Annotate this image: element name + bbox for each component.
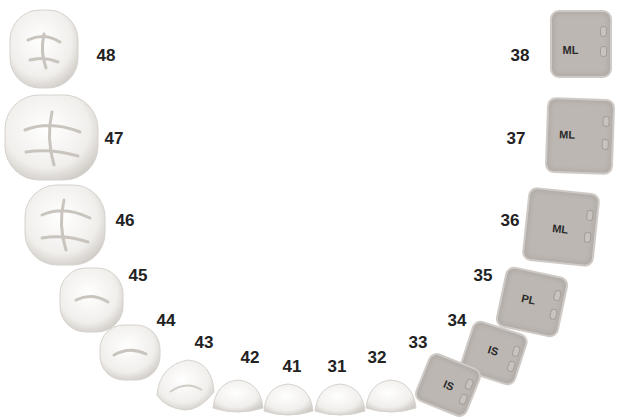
block-notch xyxy=(586,210,594,222)
tooth-number: 42 xyxy=(241,349,260,366)
block-notch xyxy=(549,308,558,320)
molar-47 xyxy=(5,95,98,180)
molar-48 xyxy=(10,10,78,88)
tooth-number: 44 xyxy=(157,312,176,329)
premolar-44 xyxy=(100,325,160,380)
block-notch xyxy=(584,231,592,243)
block-notch xyxy=(602,139,609,150)
surface-code: ML xyxy=(563,45,579,56)
tooth-number: 36 xyxy=(501,212,520,229)
tooth-number: 41 xyxy=(283,358,302,375)
tooth-number: 31 xyxy=(328,358,347,375)
block-notch xyxy=(553,290,562,302)
tooth-number: 46 xyxy=(116,212,135,229)
tooth-number: 32 xyxy=(368,349,387,366)
premolar-45 xyxy=(60,268,123,332)
tooth-number: 33 xyxy=(409,334,428,351)
block-notch xyxy=(600,46,607,57)
tooth-number: 38 xyxy=(511,47,530,64)
tooth-number: 35 xyxy=(474,267,493,284)
surface-code: ML xyxy=(552,223,569,236)
surface-code: ML xyxy=(559,129,575,141)
surface-code: IS xyxy=(442,379,456,393)
block-notch xyxy=(506,360,516,373)
tooth-number: 47 xyxy=(105,130,124,147)
molar-46 xyxy=(25,185,105,265)
canine-43 xyxy=(157,360,214,410)
tooth-number: 37 xyxy=(507,130,526,147)
block-notch xyxy=(600,26,607,37)
tooth-number: 45 xyxy=(129,267,148,284)
block-notch xyxy=(464,378,475,391)
tooth-number: 48 xyxy=(97,47,116,64)
surface-code: IS xyxy=(486,344,499,358)
block-notch xyxy=(511,345,521,358)
surface-code: PL xyxy=(520,293,536,307)
block-notch xyxy=(458,393,469,406)
tooth-block: ML xyxy=(521,186,600,267)
block-notch xyxy=(602,116,609,127)
tooth-block: ML xyxy=(545,97,616,175)
tooth-block: ML xyxy=(550,10,612,78)
tooth-number: 43 xyxy=(195,334,214,351)
incisors xyxy=(213,380,416,415)
tooth-number: 34 xyxy=(448,312,467,329)
